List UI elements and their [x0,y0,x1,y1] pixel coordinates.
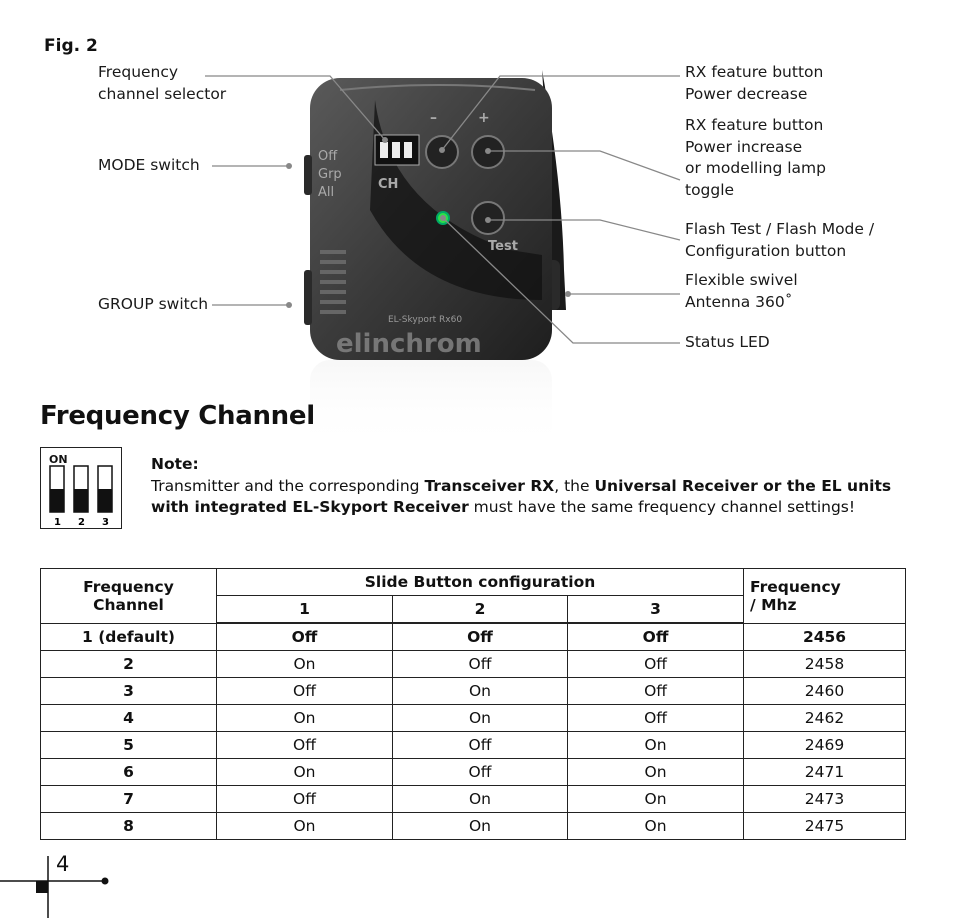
mode-grp-label: Grp [318,167,342,182]
dip-switch-icon: ON 1 2 3 [40,447,122,529]
callout-rx-power-increase: RX feature button Power increase or mode… [685,116,826,199]
section-title: Frequency Channel [40,401,315,431]
brand-logo: elinchrom [336,329,482,359]
callout-frequency-selector: Frequency channel selector [98,63,227,103]
model-label: EL-Skyport Rx60 [388,315,462,325]
callout-antenna: Flexible swivel Antenna 360˚ [685,271,798,311]
figure-label: Fig. 2 [44,36,98,56]
ch-label: CH [378,177,398,192]
callout-flash-test: Flash Test / Flash Mode / Configuration … [685,220,875,260]
skyport-receiver-illustration: CH Off Grp All – + Test EL-Skyport Rx60 … [304,70,566,450]
mode-all-label: All [318,185,334,200]
group-switch[interactable] [304,270,312,325]
header-slide-2: 2 [392,595,568,624]
plus-label: + [478,110,490,126]
dip-num-2: 2 [78,517,85,528]
note-heading: Note: [151,455,199,473]
callout-status-led: Status LED [685,333,770,351]
mode-off-label: Off [318,149,338,164]
test-label: Test [488,239,518,254]
dip-num-1: 1 [54,517,61,528]
header-slide-3: 3 [566,595,745,624]
page-number: 4 [56,852,70,876]
minus-label: – [430,110,437,126]
header-frequency-mhz: Frequency/ Mhz [743,568,907,624]
note-text: Transmitter and the corresponding Transc… [151,476,892,517]
header-slide-config: Slide Button configuration [215,568,745,596]
note-block: Note: Transmitter and the corresponding … [151,454,911,519]
callout-mode-switch: MODE switch [98,156,200,174]
header-slide-1: 1 [216,595,393,624]
callout-group-switch: GROUP switch [98,295,209,313]
callout-rx-power-decrease: RX feature button Power decrease [685,63,824,103]
page-corner-mark [0,856,109,918]
dip-num-3: 3 [102,517,109,528]
mode-switch[interactable] [304,155,312,195]
dip-on-label: ON [49,453,68,466]
